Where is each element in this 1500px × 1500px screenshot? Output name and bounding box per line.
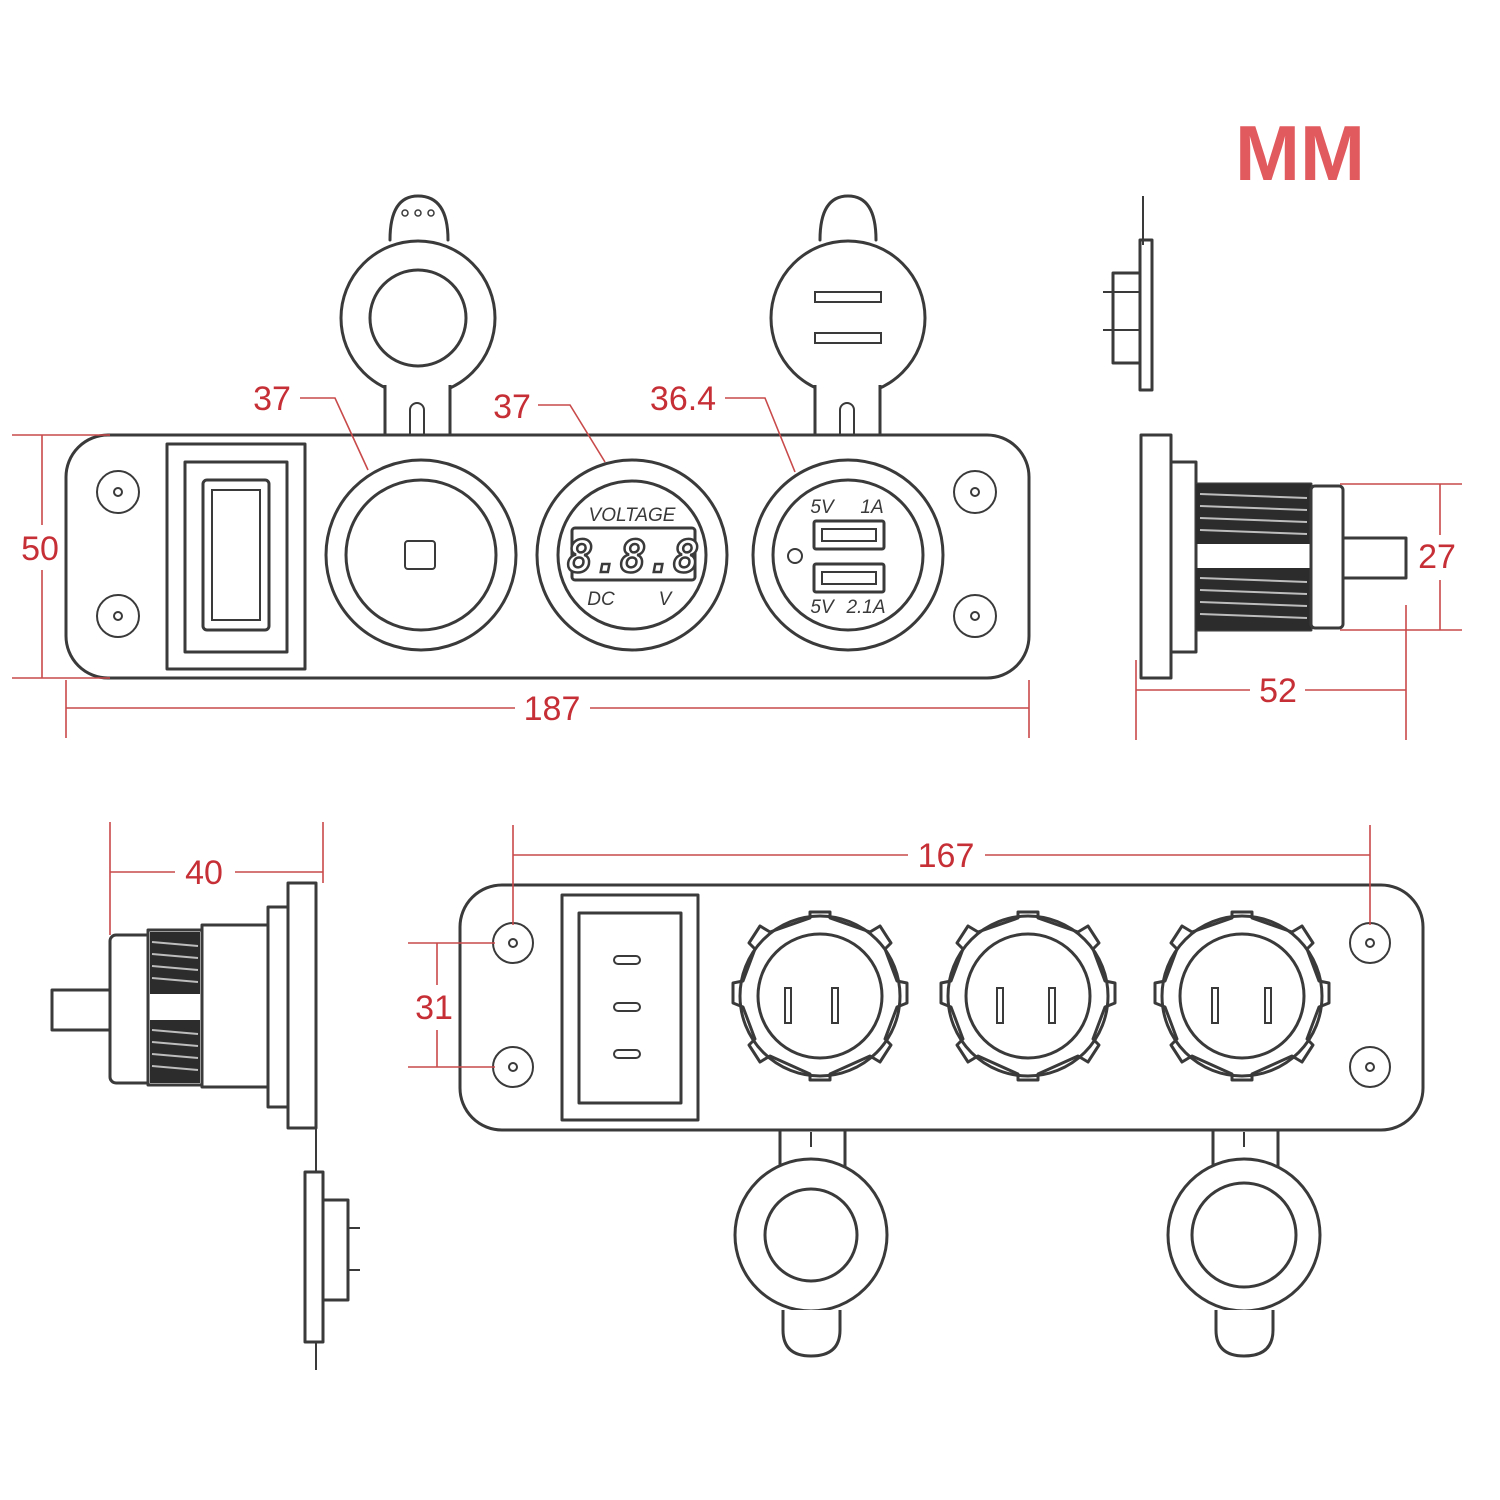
rear-switch — [560, 893, 700, 1122]
front-panel — [64, 433, 1031, 680]
rear-side-thread — [150, 932, 200, 1083]
usb-bottom-amp: 2.1A — [845, 597, 885, 618]
usb-top-volt: 5V — [810, 497, 836, 518]
rear-hole-spacing-dim: 31 — [415, 989, 453, 1027]
rear-side-view: 40 — [50, 822, 360, 1370]
usb-cap — [769, 194, 927, 456]
callout-voltmeter-diameter: 37 — [493, 388, 531, 426]
callout-usb-diameter: 36.4 — [650, 380, 716, 418]
voltmeter-dc-label: DC — [587, 589, 615, 610]
usb-top-amp: 1A — [860, 497, 883, 518]
socket-cap — [339, 194, 497, 456]
rear-width-dim: 167 — [918, 837, 975, 875]
rear-nut-2 — [939, 910, 1117, 1082]
callout-socket-diameter: 37 — [253, 380, 291, 418]
rear-side-depth-dim: 40 — [185, 854, 223, 892]
voltmeter-title: VOLTAGE — [589, 505, 676, 526]
voltmeter-display: 8.8.8 — [567, 532, 699, 583]
unit-label: MM — [1235, 109, 1365, 197]
voltmeter-v-label: V — [659, 589, 674, 610]
front-height-dim: 50 — [21, 530, 59, 568]
usb-bottom-volt: 5V — [810, 597, 836, 618]
side-view: 27 52 — [1103, 196, 1462, 740]
cigarette-socket — [324, 458, 518, 652]
mounting-holes — [96, 470, 997, 638]
side-height-dim: 27 — [1418, 538, 1456, 576]
side-thread — [1196, 484, 1311, 630]
rear-cap-right — [1166, 1128, 1322, 1358]
front-view: VOLTAGE 8.8.8 DC V 5V 1A 5V 2.1A 37 37 3… — [12, 194, 1031, 738]
rear-cap-left — [733, 1128, 889, 1358]
rear-nut-3 — [1153, 910, 1331, 1082]
rear-view: 167 31 — [408, 825, 1425, 1358]
front-width-dim: 187 — [524, 690, 581, 728]
rear-panel — [458, 883, 1425, 1132]
rear-nut-1 — [731, 910, 909, 1082]
voltmeter: VOLTAGE 8.8.8 DC V — [535, 458, 729, 652]
rocker-switch — [165, 442, 307, 671]
side-depth-dim: 52 — [1259, 672, 1297, 710]
usb-charger: 5V 1A 5V 2.1A — [751, 458, 945, 652]
